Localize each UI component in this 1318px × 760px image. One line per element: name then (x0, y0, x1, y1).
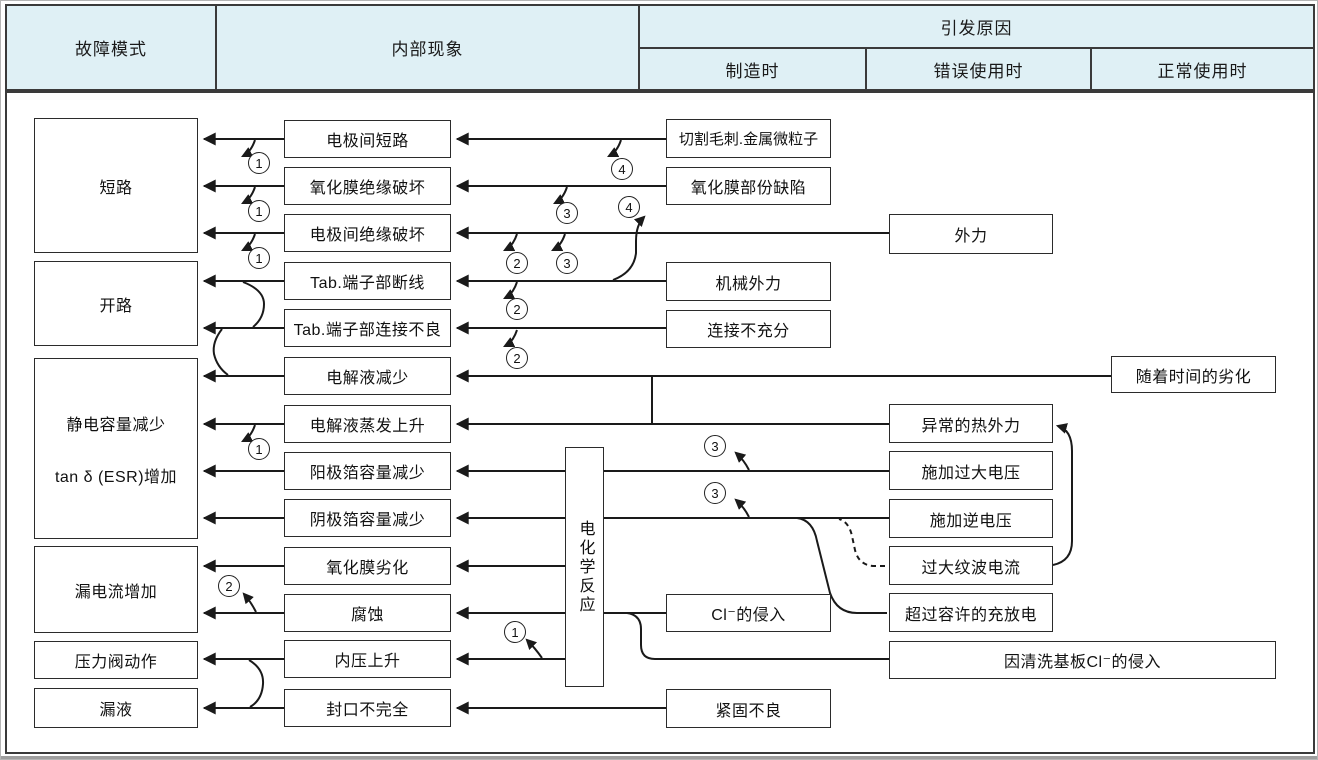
node-mechanical-external-force: 机械外力 (666, 262, 831, 301)
node-tab-terminal-poor-connection: Tab.端子部连接不良 (284, 309, 451, 347)
node-poor-tightening: 紧固不良 (666, 689, 831, 728)
node-cl-intrusion: Cl⁻的侵入 (666, 594, 831, 632)
circled-marker-3: 3 (556, 252, 578, 274)
circled-marker-1: 1 (248, 152, 270, 174)
header-cell-cause-misuse: 错误使用时 (867, 49, 1090, 89)
arrows-to-failure-modes (202, 132, 284, 715)
curved-arrows (241, 139, 1073, 659)
node-liquid-leakage: 漏液 (34, 688, 198, 728)
node-open-circuit: 开路 (34, 261, 198, 346)
circled-marker-2: 2 (506, 298, 528, 320)
node-oxide-film-partial-defect: 氧化膜部份缺陷 (666, 167, 831, 205)
node-pressure-valve-operation: 压力阀动作 (34, 641, 198, 679)
arrows-to-internal-phenomena (455, 132, 1111, 715)
node-electrolyte-evaporation-rise: 电解液蒸发上升 (284, 405, 451, 443)
header-cell-cause-manufacturing: 制造时 (640, 49, 865, 89)
circled-marker-2: 2 (218, 575, 240, 597)
node-oxide-film-insulation-breakdown: 氧化膜绝缘破坏 (284, 167, 451, 205)
header-cell-cause: 引发原因 (640, 6, 1313, 47)
bottom-border-strip (1, 756, 1317, 759)
node-excessive-voltage: 施加过大电压 (889, 451, 1053, 490)
circled-marker-4: 4 (618, 196, 640, 218)
circled-marker-2: 2 (506, 252, 528, 274)
circled-marker-1: 1 (248, 200, 270, 222)
circled-marker-1: 1 (504, 621, 526, 643)
header-cell-internal-phenomenon: 内部现象 (217, 6, 638, 89)
node-abnormal-thermal-stress: 异常的热外力 (889, 404, 1053, 443)
header-cell-cause-normal: 正常使用时 (1092, 49, 1313, 89)
node-corrosion: 腐蚀 (284, 594, 451, 632)
node-insufficient-connection: 连接不充分 (666, 310, 831, 348)
node-oxide-film-degradation: 氧化膜劣化 (284, 547, 451, 585)
circled-marker-2: 2 (506, 347, 528, 369)
node-cathode-foil-capacity-decrease: 阴极箔容量减少 (284, 499, 451, 537)
node-tab-terminal-disconnection: Tab.端子部断线 (284, 262, 451, 300)
header-table: 故障模式 内部现象 引发原因 制造时 错误使用时 正常使用时 (5, 4, 1315, 91)
node-cutting-burr-metal-particles: 切割毛刺.金属微粒子 (666, 119, 831, 158)
merge-curves (212, 281, 889, 708)
header-cell-failure-mode: 故障模式 (7, 6, 215, 89)
node-internal-pressure-rise: 内压上升 (284, 640, 451, 678)
node-electrolyte-decrease: 电解液减少 (284, 357, 451, 395)
node-reverse-voltage: 施加逆电压 (889, 499, 1053, 538)
circled-marker-3: 3 (704, 482, 726, 504)
node-electrochemical-reaction: 电化学反应 (565, 447, 604, 687)
node-incomplete-sealing: 封口不完全 (284, 689, 451, 727)
node-external-force: 外力 (889, 214, 1053, 254)
circled-marker-3: 3 (704, 435, 726, 457)
node-inter-electrode-insulation-breakdown: 电极间绝缘破坏 (284, 214, 451, 252)
node-cl-intrusion-board-cleaning: 因清洗基板Cl⁻的侵入 (889, 641, 1276, 679)
node-leakage-current-increase: 漏电流增加 (34, 546, 198, 633)
circled-marker-1: 1 (248, 438, 270, 460)
circled-marker-3: 3 (556, 202, 578, 224)
circled-marker-4: 4 (611, 158, 633, 180)
node-excessive-ripple-current: 过大纹波电流 (889, 546, 1053, 585)
node-inter-electrode-short: 电极间短路 (284, 120, 451, 158)
node-degradation-over-time: 随着时间的劣化 (1111, 356, 1276, 393)
circled-marker-1: 1 (248, 247, 270, 269)
node-short-circuit: 短路 (34, 118, 198, 253)
node-anode-foil-capacity-decrease: 阳极箔容量减少 (284, 452, 451, 490)
node-over-permissible-charge-discharge: 超过容许的充放电 (889, 593, 1053, 632)
